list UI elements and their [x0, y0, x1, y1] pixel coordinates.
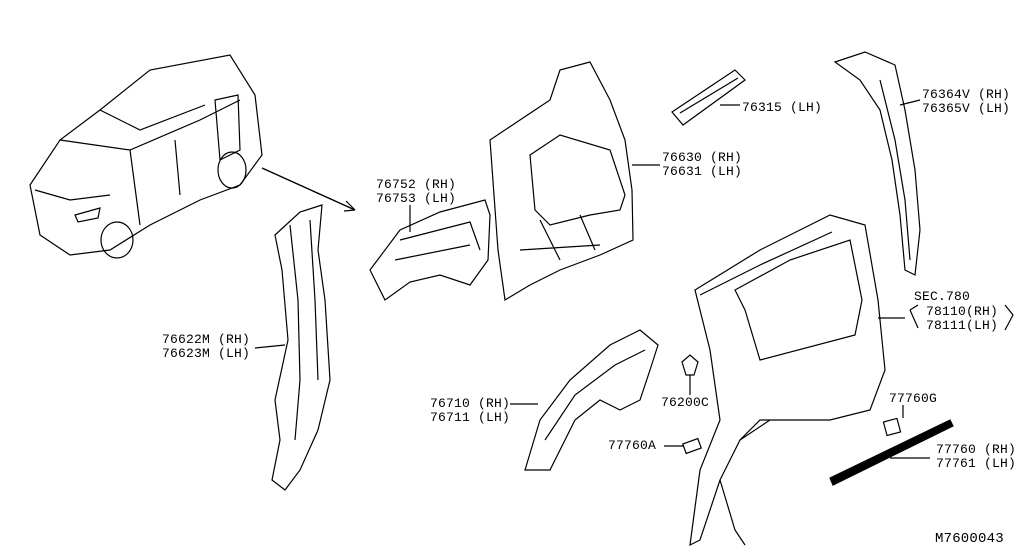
- callout-77760: 77760 (RH)77761 (LH): [936, 443, 1016, 471]
- part-number-label: 76630 (RH): [662, 150, 743, 165]
- part-number-label: 78110(RH): [926, 304, 999, 319]
- callout-76630: 76630 (RH)76631 (LH): [662, 151, 742, 179]
- part-76200c-clip: [681, 354, 699, 395]
- part-76630-side-panel: [489, 61, 660, 301]
- part-76315-bracket: [671, 69, 746, 126]
- callout-77760g: 77760G: [889, 391, 938, 406]
- diagram-id-code: M7600043: [935, 531, 1004, 547]
- part-76710-wheel-arch: [510, 329, 659, 471]
- part-number-label: 77761 (LH): [936, 456, 1017, 471]
- part-number-label: 76364V (RH): [922, 87, 1011, 102]
- part-number-label: 76315 (LH): [742, 100, 823, 115]
- part-number-label: 76365V (LH): [922, 101, 1011, 116]
- van-illustration: [29, 54, 356, 259]
- callout-78110: 78110(RH)78111(LH): [926, 305, 998, 333]
- part-76622m-pillar: [254, 204, 331, 491]
- part-78110-body-side: [689, 214, 1014, 547]
- part-77760a-screw: [664, 437, 702, 455]
- callout-77760a: 77760A: [608, 438, 657, 453]
- part-76752-panel: [369, 199, 491, 301]
- part-77760-molding: [829, 419, 954, 486]
- part-number-label: 78111(LH): [926, 318, 999, 333]
- part-number-label: 76622M (RH): [162, 332, 251, 347]
- part-77760g-grommet: [882, 405, 904, 437]
- callout-76200c: 76200C: [661, 395, 710, 410]
- part-number-label: 76710 (RH): [430, 396, 511, 411]
- part-number-label: 76753 (LH): [376, 191, 457, 206]
- part-number-label: 76752 (RH): [376, 177, 457, 192]
- callout-76315: 76315 (LH): [742, 101, 822, 115]
- callout-76710: 76710 (RH)76711 (LH): [430, 397, 510, 425]
- part-number-label: 76623M (LH): [162, 346, 251, 361]
- section-ref-780: SEC.780: [914, 289, 971, 304]
- part-number-label: 76711 (LH): [430, 410, 511, 425]
- callout-76752: 76752 (RH)76753 (LH): [376, 178, 456, 206]
- callout-76364v: 76364V (RH)76365V (LH): [922, 88, 1010, 116]
- part-number-label: 76631 (LH): [662, 164, 743, 179]
- part-number-label: 77760 (RH): [936, 442, 1017, 457]
- part-76364v-member: [833, 51, 921, 276]
- callout-76622m: 76622M (RH)76623M (LH): [162, 333, 250, 361]
